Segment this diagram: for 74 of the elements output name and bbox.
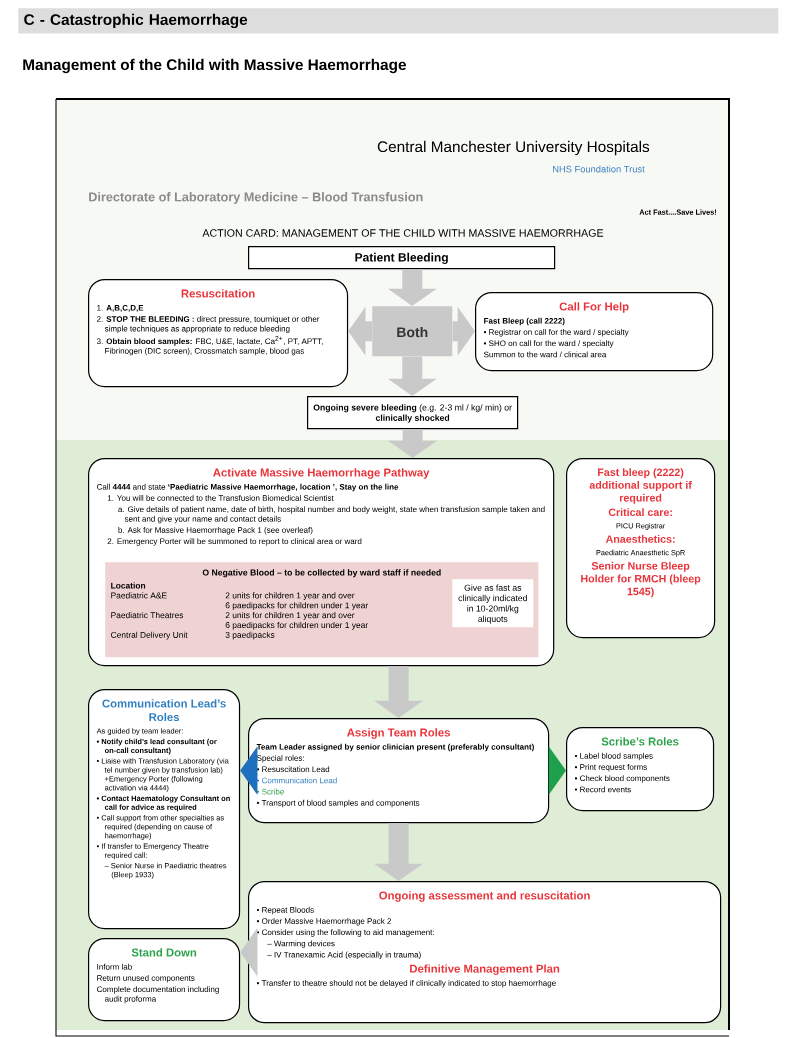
process-box <box>248 246 556 270</box>
box-text: Patient Bleeding <box>355 252 448 265</box>
body-text: • Check blood components <box>574 775 670 783</box>
body-text: Complete documentation including audit proforma <box>97 986 219 1004</box>
organisation-name: Central Manchester University Hospitals <box>377 140 650 156</box>
body-text: Give as fast as clinically indicated in 10-20ml/kg aliquots <box>458 584 527 624</box>
box-heading: Assign Team Roles <box>347 728 450 739</box>
process-box <box>566 458 716 639</box>
table-panel <box>105 562 539 658</box>
list-item: 2. Emergency Porter will be summoned to report to clinical area or ward <box>107 538 362 546</box>
table-cell: 2 units for children 1 year and over <box>225 612 355 620</box>
note-box <box>452 579 534 628</box>
process-box <box>248 718 550 824</box>
table-cell: 2 units for children 1 year and over <box>225 592 355 601</box>
box-heading: Fast bleep (2222) additional support if required <box>589 468 692 504</box>
process-box <box>475 292 714 372</box>
box-heading: Definitive Management Plan <box>410 964 560 975</box>
table-cell: 6 paedipacks for children under 1 year <box>225 602 368 610</box>
subheading: Management of the Child with Massive Haemorrhage <box>23 58 406 74</box>
body-text: O Negative Blood – to be collected by ward staff if needed <box>202 569 441 578</box>
box-heading: Call For Help <box>559 302 629 313</box>
body-text: • Record events <box>574 786 631 793</box>
process-box <box>566 727 715 812</box>
process-box <box>248 881 722 1024</box>
table-cell: Central Delivery Unit <box>111 631 188 640</box>
table-cell: Paediatric Theatres <box>111 612 184 619</box>
body-text: Team Leader assigned by senior clinician present (preferably consultant) <box>256 743 534 752</box>
body-text: 2. STOP THE BLEEDING : direct pressure, tourniquet or other simple techniques as appropriate to reduce bleeding <box>97 316 320 334</box>
body-text: • SHO on call for the ward / specialty <box>483 340 614 348</box>
body-text: • Transport of blood samples and components <box>256 799 420 808</box>
list-item: – IV Tranexamic Acid (especially in trauma) <box>267 951 421 960</box>
process-box <box>307 396 519 430</box>
heading-band: C - Catastrophic Haemorrhage <box>18 8 779 34</box>
body-text: • Order Massive Haemorrhage Pack 2 <box>256 918 392 926</box>
table-cell: Paediatric A&E <box>111 592 167 599</box>
body-text: • Registrar on call for the ward / specialty <box>483 329 629 337</box>
body-text: Fast Bleep (call 2222) <box>484 317 565 326</box>
body-text: Special roles: <box>256 755 304 763</box>
body-text: 1. A,B,C,D,E <box>97 305 144 312</box>
list-item: b. Ask for Massive Haemorrhage Pack 1 (see overleaf) <box>118 527 313 535</box>
body-text: • Repeat Bloods <box>256 906 314 915</box>
list-item: • Communication Lead <box>256 777 337 784</box>
box-text: Both <box>397 326 428 338</box>
box-heading: Communication Lead’s Roles <box>102 699 226 722</box>
body-text: Return unused components <box>97 975 195 983</box>
body-text: Call 4444 and state ‘Paediatric Massive Haemorrhage, location ’, Stay on the line <box>97 483 399 492</box>
list-item: – Warming devices <box>267 940 335 948</box>
table-cell: Location <box>111 582 146 589</box>
box-heading: Senior Nurse Bleep Holder for RMCH (bleep 1545) <box>581 561 701 598</box>
organisation-subtitle: NHS Foundation Trust <box>553 165 645 173</box>
box-heading: Scribe’s Roles <box>601 737 679 746</box>
body-text: • Label blood samples <box>574 752 653 761</box>
process-box <box>88 938 241 1022</box>
box-heading: Anaesthetics: <box>605 535 675 543</box>
list-item: • Scribe <box>256 788 284 795</box>
box-heading: Ongoing assessment and resuscitation <box>379 891 590 902</box>
body-text: • Print request forms <box>574 764 647 772</box>
department-name: Directorate of Laboratory Medicine – Blood Transfusion <box>89 192 423 204</box>
box-heading: Stand Down <box>131 948 197 957</box>
body-text: Summon to the ward / clinical area <box>483 351 607 358</box>
body-text: Inform lab <box>97 963 132 970</box>
body-text: • Transfer to theatre should not be delayed if clinically indicated to stop haemorrhage <box>256 980 556 988</box>
table-cell: 3 paedipacks <box>225 631 275 640</box>
list-item: 1. You will be connected to the Transfusion Biomedical Scientist <box>107 495 334 501</box>
box-heading: Critical care: <box>608 508 672 517</box>
box-heading: Activate Massive Haemorrhage Pathway <box>213 468 430 479</box>
body-text: Ongoing severe bleeding (e.g. 2-3 ml / kg/ min) or clinically shocked <box>313 404 512 423</box>
body-text: • Resuscitation Lead <box>256 766 330 773</box>
body-text: • Consider using the following to aid management: <box>256 929 434 937</box>
process-box <box>88 279 349 388</box>
body-text: 3. Obtain blood samples: FBC, U&E, lactate, Ca$^{2+}$, PT, APTT, Fibrinogen (DIC screen), Crossmatch sample, blood gas <box>96 336 323 356</box>
box-heading: Resuscitation <box>181 289 255 298</box>
table-cell: 6 paedipacks for children under 1 year <box>225 621 368 630</box>
process-box <box>88 689 241 930</box>
